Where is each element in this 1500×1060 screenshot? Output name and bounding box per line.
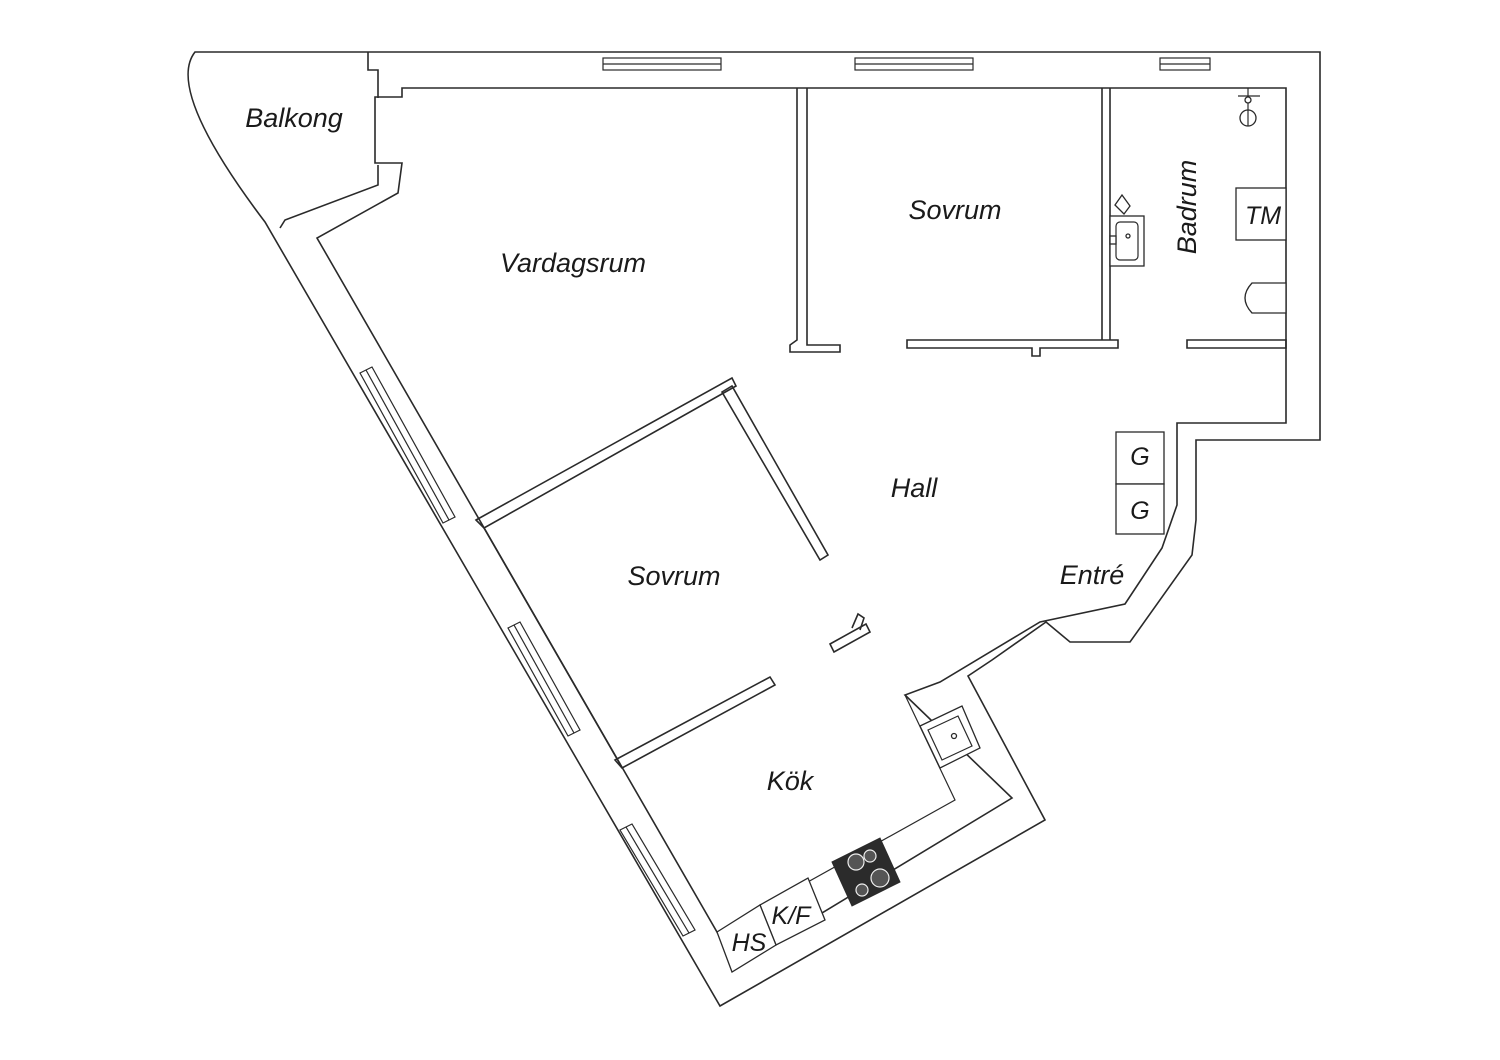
room-label-entre: Entré [1060,560,1125,590]
g-lower-label: G [1130,497,1149,525]
room-label-sovrum-top: Sovrum [908,195,1001,225]
interior-wall-living-bedroom [789,88,841,353]
interior-wall-bedroom-bath [1101,88,1111,340]
tm-label: TM [1245,202,1281,230]
wardrobe-lower: G [1115,483,1165,535]
interior-wall-lower-bedroom-bottom [613,675,777,770]
stove-icon [831,837,901,907]
kf-label: K/F [772,902,813,930]
room-label-sovrum-bottom: Sovrum [627,561,720,591]
sink-icon [1109,193,1145,267]
g-upper-label: G [1130,443,1149,471]
room-label-hall: Hall [891,473,939,503]
room-label-vardagsrum: Vardagsrum [500,248,646,278]
door-stop [828,612,872,654]
window-left-3 [619,823,696,937]
interior-wall-lower-bedroom-top [474,376,738,529]
window-top-1 [602,57,722,71]
window-left-2 [507,621,581,737]
shower-icon [1238,88,1260,127]
window-left-1 [359,366,456,524]
room-label-kok: Kök [767,766,815,796]
kitchen-sink-icon [919,705,981,769]
hob-cabinet-box: HS [716,904,777,973]
wardrobe-upper: G [1115,431,1165,485]
toilet-icon [1244,282,1287,314]
room-label-badrum: Badrum [1172,160,1202,255]
window-top-2 [854,57,974,71]
washing-machine-box: TM [1235,187,1287,241]
interior-wall-bath-hall [1186,339,1287,349]
room-label-balkong: Balkong [245,103,343,133]
interior-wall-lower-bedroom-closet [720,384,830,562]
interior-wall-lower-bedroom-left [483,527,621,765]
interior-wall-bedroom-hall [906,339,1119,357]
window-top-3 [1159,57,1211,71]
balcony-wall [279,52,379,229]
hs-label: HS [732,929,767,957]
fridge-freezer-box: K/F [759,877,826,946]
